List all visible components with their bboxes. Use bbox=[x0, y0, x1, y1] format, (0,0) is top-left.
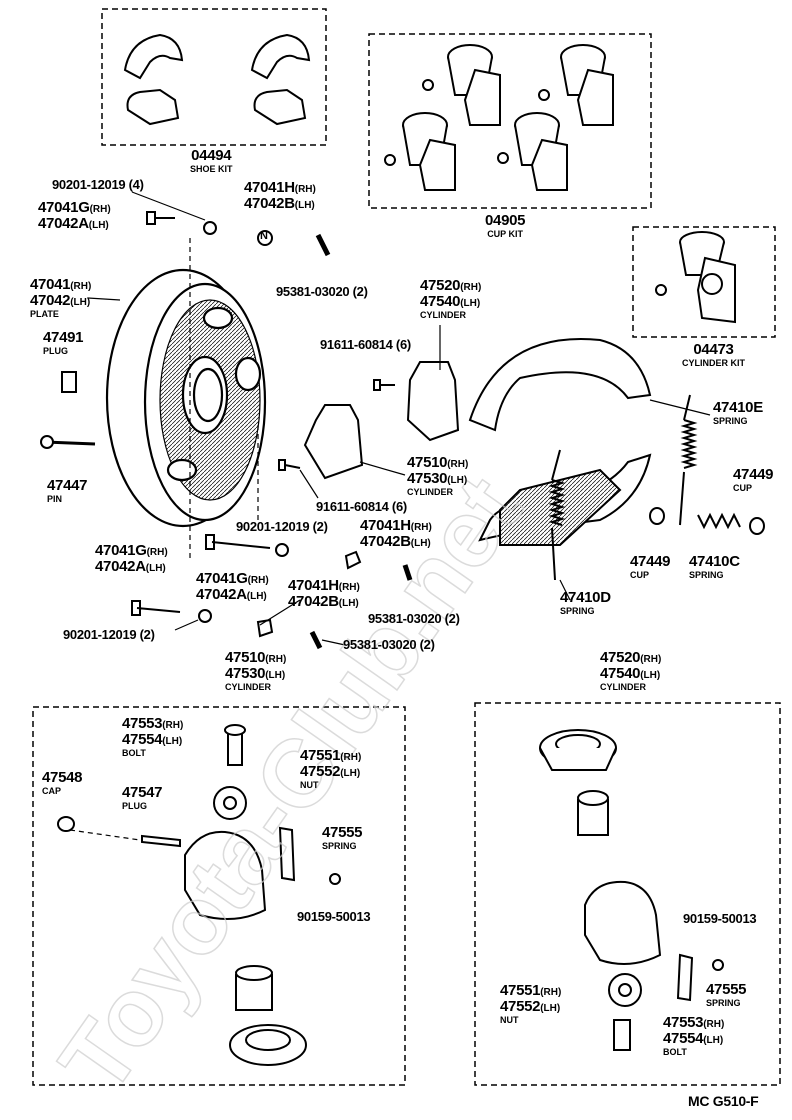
cylinder-kit-box bbox=[632, 226, 776, 338]
label-90159-right: 90159-50013 bbox=[683, 911, 757, 926]
label-95381-top: 95381-03020 (2) bbox=[276, 284, 368, 299]
n-marker: N bbox=[260, 230, 268, 242]
label-47410e: 47410E SPRING bbox=[713, 399, 763, 426]
label-47520: 47520(RH) 47540(LH) CYLINDER bbox=[420, 277, 482, 320]
label-47447: 47447 PIN bbox=[47, 477, 88, 504]
mid-cylinders-drawing bbox=[40, 211, 460, 650]
label-47551-left: 47551(RH) 47552(LH) NUT bbox=[300, 747, 362, 790]
label-47041g-top: 47041G(RH) 47042A(LH) bbox=[38, 199, 111, 232]
label-90159-left: 90159-50013 bbox=[297, 909, 371, 924]
shoe-kit-drawing bbox=[123, 33, 311, 126]
label-47041-plate: 47041(RH) 47042(LH) PLATE bbox=[30, 276, 92, 319]
label-47547: 47547 PLUG bbox=[122, 784, 163, 811]
front-cylinder-exploded-drawing bbox=[57, 724, 341, 1066]
label-95381-low: 95381-03020 (2) bbox=[343, 637, 435, 652]
label-47041g-left: 47041G(RH) 47042A(LH) bbox=[95, 542, 168, 575]
label-90201-4: 90201-12019 (4) bbox=[52, 177, 144, 192]
leader-lines bbox=[69, 191, 711, 841]
label-47041h-top: 47041H(RH) 47042B(LH) bbox=[244, 179, 316, 212]
label-91611-mid: 91611-60814 (6) bbox=[316, 499, 407, 514]
label-90201-mid: 90201-12019 (2) bbox=[236, 519, 328, 534]
label-47553-left: 47553(RH) 47554(LH) BOLT bbox=[122, 715, 184, 758]
label-47520-bottom: 47520(RH) 47540(LH) CYLINDER bbox=[600, 649, 662, 692]
label-47551-right: 47551(RH) 47552(LH) NUT bbox=[500, 982, 562, 1025]
shoe-kit-box bbox=[101, 8, 327, 146]
label-90201-low: 90201-12019 (2) bbox=[63, 627, 155, 642]
cup-kit-label: 04905 CUP KIT bbox=[485, 212, 526, 239]
label-47491: 47491 PLUG bbox=[43, 329, 84, 356]
cylinder-kit-label: 04473 CYLINDER KIT bbox=[682, 341, 745, 368]
label-47410c: 47410C SPRING bbox=[689, 553, 740, 580]
label-47555-left: 47555 SPRING bbox=[322, 824, 363, 851]
cylinder-kit-drawing bbox=[655, 231, 736, 324]
label-47553-right: 47553(RH) 47554(LH) BOLT bbox=[663, 1014, 725, 1057]
label-47410d: 47410D SPRING bbox=[560, 589, 611, 616]
springs-drawing bbox=[548, 394, 765, 581]
cup-kit-box bbox=[368, 33, 652, 209]
label-47041g-mid: 47041G(RH) 47042A(LH) bbox=[196, 570, 269, 603]
rear-cylinder-exploded-drawing bbox=[539, 729, 724, 1051]
label-47041h-mid: 47041H(RH) 47042B(LH) bbox=[360, 517, 432, 550]
front-cylinder-exploded-box bbox=[32, 706, 406, 1086]
label-47555-right: 47555 SPRING bbox=[706, 981, 747, 1008]
diagram-id: MC G510-F bbox=[688, 1093, 759, 1109]
label-47510: 47510(RH) 47530(LH) CYLINDER bbox=[407, 454, 469, 497]
shoe-kit-label: 04494 SHOE KIT bbox=[190, 147, 233, 174]
label-95381-mid: 95381-03020 (2) bbox=[368, 611, 460, 626]
cup-kit-drawing bbox=[384, 44, 614, 191]
label-47548: 47548 CAP bbox=[42, 769, 83, 796]
backing-plate-drawing bbox=[105, 268, 267, 528]
label-47041h-low: 47041H(RH) 47042B(LH) bbox=[288, 577, 360, 610]
label-47449-left: 47449 CUP bbox=[630, 553, 671, 580]
label-47449-right: 47449 CUP bbox=[733, 466, 774, 493]
label-91611-top: 91611-60814 (6) bbox=[320, 337, 411, 352]
label-47510-bottom: 47510(RH) 47530(LH) CYLINDER bbox=[225, 649, 287, 692]
rear-cylinder-exploded-box bbox=[474, 702, 781, 1086]
